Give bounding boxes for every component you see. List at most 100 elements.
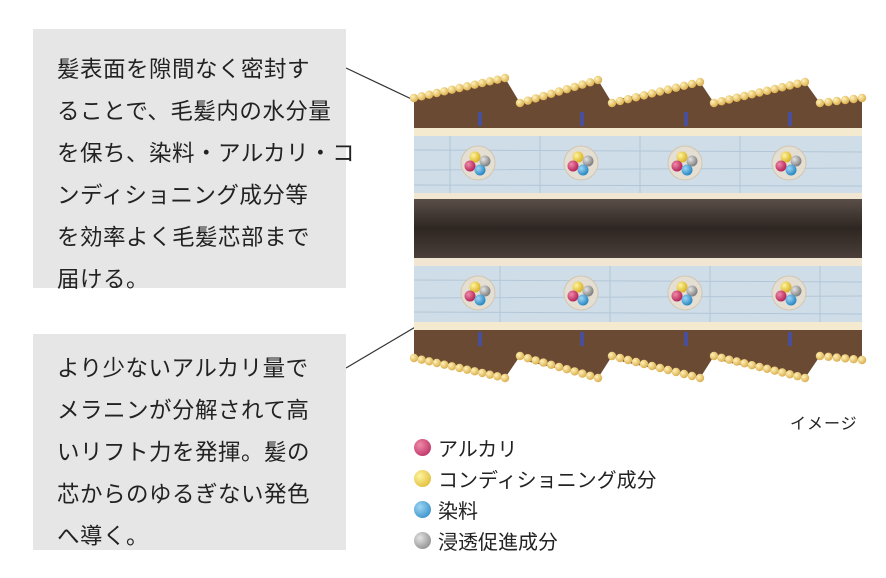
cuticle-bead [424,357,434,366]
alkali-dot-icon [414,439,431,456]
cuticle-mark [788,112,792,126]
cuticle-mark [788,332,792,346]
callout-line: メラニンが分解されて高 [57,398,310,424]
cuticle-bead [424,90,434,99]
alkali-particle [775,160,787,172]
cuticle-bead [815,351,825,361]
penetration-particle [582,285,594,297]
legend-item-conditioning: コンディショニング成分 [414,463,657,494]
callout-line: を保ち、染料・アルカリ・コ [57,141,356,167]
cuticle-bead [785,81,795,90]
cuticle-bead [679,369,689,379]
ingredient-cluster [771,145,807,181]
cuticle-bead [562,85,571,94]
callout-line: 芯からのゆるぎない発色 [57,482,311,508]
cuticle-bead [663,365,673,375]
cuticle-bead [515,351,525,361]
penetration-dot-icon [414,532,431,549]
cuticle-bead [578,369,587,378]
cuticle-bead [762,364,772,374]
penetration-particle [479,155,491,167]
cuticle-bead [709,98,719,108]
dye-particle [785,294,797,306]
cuticle-bead [740,359,749,368]
alkali-particle [464,160,476,172]
cuticle-bead [770,84,779,94]
cuticle-bead [409,353,419,363]
cuticle-bead [523,96,532,105]
cuticle-bead [623,94,633,104]
cuticle-bead [639,91,649,100]
cuticle-bead [615,353,625,363]
alkali-particle [567,160,579,172]
dye-dot-icon [414,501,431,518]
cuticle-bead [440,360,449,369]
conditioning-dot-icon [414,470,431,487]
cuticle-bead [717,97,726,106]
cuticle-bead [462,365,472,374]
cuticle-bead [732,93,741,102]
cuticle-top [414,78,862,128]
conditioning-particle [676,281,688,293]
alkali-particle [775,290,787,302]
cuticle-bead [593,373,603,383]
cuticle-bead [470,80,479,89]
cuticle-bead [778,368,787,377]
cuticle-bead [578,80,587,89]
ingredient-cluster [460,275,496,311]
ingredient-cluster [460,145,496,181]
cuticle-bead [849,355,858,364]
cuticle-bead [485,370,495,379]
cuticle-bead [417,355,426,364]
cuticle-bead [531,356,540,365]
callout-line: を効率よく毛髪芯部まで [57,225,311,251]
cuticle-bead [478,78,487,88]
cuticle-mark [580,332,584,346]
cuticle-bead [593,75,603,85]
dye-particle [474,294,486,306]
cuticle-bead [740,91,749,101]
callout-line: いリフト力を発揮。髪の [57,440,311,466]
cuticle-bead [485,77,495,86]
ingredient-cluster [771,275,807,311]
band-below-core [414,258,862,266]
cuticle-bead [755,362,764,372]
cuticle-bead [849,94,858,104]
cuticle-bead [755,88,764,97]
inner-band-top [414,128,862,136]
cuticle-beads [409,73,867,383]
cuticle-bead [631,357,641,367]
cuticle-bead [515,98,525,108]
alkali-particle [567,290,579,302]
legend-label: コンディショニング成分 [438,468,657,492]
cuticle-bead [857,93,867,103]
cuticle-bead [570,367,579,376]
cuticle-bead [709,351,719,361]
image-caption: イメージ [790,414,858,433]
cuticle-bead [770,366,779,375]
cuticle-bead [778,83,787,92]
conditioning-particle [572,151,584,163]
dye-particle [785,164,797,176]
cuticle-bead [493,75,502,84]
alkali-particle [671,290,683,302]
cuticle-bead [841,95,850,105]
cuticle-bead [432,358,441,368]
cuticle-bead [554,362,564,372]
cuticle-bead [409,93,419,103]
dye-particle [577,294,589,306]
cuticle-bead [531,94,540,103]
cuticle-bead [762,86,772,95]
cuticle-bead [570,82,579,92]
inner-band-bottom [414,322,862,330]
cuticle-bead [500,73,510,83]
cuticle-mark [478,112,482,126]
legend-label: 浸透促進成分 [438,530,558,554]
cuticle-bead [655,87,665,96]
ingredient-cluster [563,275,599,311]
cuticle-mark [478,332,482,346]
penetration-particle [686,285,698,297]
cuticle-bead [539,91,548,101]
legend-label: 染料 [438,499,478,523]
